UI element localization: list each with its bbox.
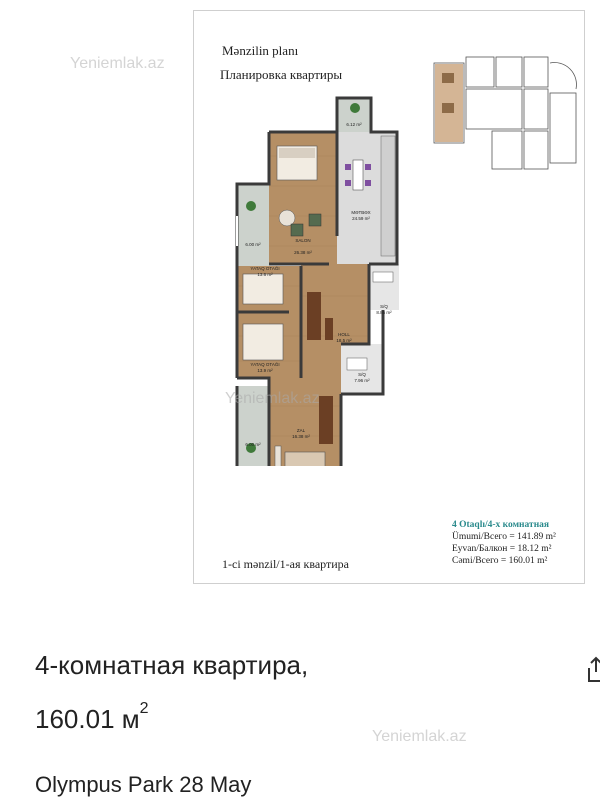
- wc1-floor: [369, 264, 399, 310]
- summary-grand-total: Cəmi/Всего = 160.01 m²: [452, 556, 548, 566]
- label-bedroom2: YATAQ OTAĞI: [250, 361, 279, 367]
- label-living: SALON: [295, 238, 310, 243]
- label-kitchen: MƏTBƏX: [351, 210, 370, 215]
- floor-plan-drawing: 6.12 m² MƏTBƏX 24.59 m² SALON 26.38 m² 6…: [235, 96, 399, 466]
- plan-heading-ru: Планировка квартиры: [220, 67, 343, 82]
- balcony-left2-floor: [237, 386, 269, 466]
- label-wc1-area: 8.86 m²: [376, 310, 392, 315]
- label-hall-area: 18.5 m²: [336, 338, 352, 343]
- plan-heading-az: Mənzilin planı: [222, 43, 299, 58]
- listing-title-line1: 4-комнатная квартира,: [35, 650, 309, 680]
- summary-title: 4 Otaqlı/4-х комнатная: [452, 520, 550, 530]
- watermark: Yeniemlak.az: [70, 55, 165, 72]
- watermark: Yeniemlak.az: [372, 728, 467, 745]
- listing-subtitle[interactable]: Olympus Park 28 May: [35, 772, 252, 797]
- floor-plan-image[interactable]: Mənzilin planı Планировка квартиры: [193, 10, 585, 584]
- summary-balcony: Eyvan/Балкон = 18.12 m²: [452, 544, 552, 554]
- area-summary: 4 Otaqlı/4-х комнатная Ümumi/Всего = 141…: [452, 519, 556, 567]
- summary-total: Ümumi/Всего = 141.89 m²: [452, 532, 556, 542]
- listing-title-line2: 160.01 м2: [35, 700, 149, 735]
- area-unit-superscript: 2: [139, 700, 149, 717]
- label-bedroom1-area: 13.6 m²: [257, 272, 273, 277]
- apartment-caption: 1-ci mənzil/1-ая квартира: [222, 557, 349, 571]
- key-plan-thumbnail: [432, 53, 580, 173]
- watermark: Yeniemlak.az: [225, 390, 320, 407]
- label-room4: ZAL: [297, 428, 306, 433]
- label-bedroom1: YATAQ OTAĞI: [250, 265, 279, 271]
- label-room4-area: 16.38 m²: [292, 434, 310, 439]
- label-kitchen-area: 24.59 m²: [352, 216, 370, 221]
- label-wc2-area: 7.96 m²: [354, 378, 370, 383]
- label-balcony-left1: 6.00 m²: [245, 242, 261, 247]
- label-wc2: S/Q: [358, 372, 366, 377]
- share-icon[interactable]: [586, 656, 600, 684]
- label-living-area: 26.38 m²: [294, 250, 312, 255]
- label-hall: HOLL: [338, 332, 350, 337]
- label-bedroom2-area: 13.9 m²: [257, 368, 273, 373]
- listing-area: 160.01 м: [35, 704, 140, 734]
- balcony-left1-floor: [237, 184, 269, 266]
- label-wc1: S/Q: [380, 304, 388, 309]
- label-balcony-left2: 6.00 m²: [245, 442, 261, 447]
- label-balcony-top: 6.12 m²: [346, 122, 362, 127]
